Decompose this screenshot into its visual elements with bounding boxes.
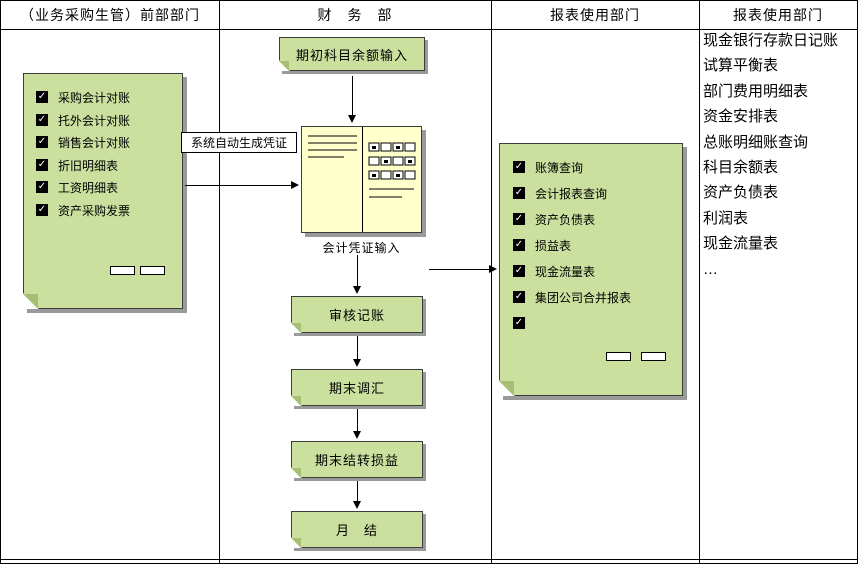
checkbox-checked-icon: ✓ [36,91,48,103]
step-note-review-posting: 审核记账 [291,296,423,333]
checklist-item-label: 资产采购发票 [58,203,131,218]
checkbox-checked-icon: ✓ [513,213,525,225]
note-footer-field [140,266,165,275]
flow-arrow-down [353,255,362,294]
checkbox-checked-icon: ✓ [36,136,48,148]
checkbox-checked-icon: ✓ [513,239,525,251]
report-list-item: 科目余额表 [703,159,779,177]
checklist-row: ✓ 会计报表查询 [513,186,608,201]
auto-voucher-label: 系统自动生成凭证 [181,132,297,153]
checklist-row: ✓ 销售会计对账 [36,135,131,150]
checklist-item-label: 损益表 [535,238,572,253]
checklist-item-label: 现金流量表 [535,264,596,279]
flow-arrow-down [348,76,357,123]
checkbox-checked-icon: ✓ [513,265,525,277]
report-list-item: 现金银行存款日记账 [703,32,839,49]
checklist-item-label: 托外会计对账 [58,113,131,128]
voucher-caption: 会计凭证输入 [322,241,401,255]
header-divider-line [1,29,857,30]
note-footer-field [110,266,135,275]
checkbox-checked-icon: ✓ [513,317,525,329]
flow-arrow-right [429,265,497,274]
checklist-item-label: 会计报表查询 [535,186,608,201]
step-label: 期末结转损益 [314,453,399,468]
step-note-period-end-revaluation: 期末调汇 [291,369,423,406]
note-footer-field [641,352,666,361]
note-footer-field [606,352,631,361]
note-fold [291,396,301,406]
initial-balance-input-label: 期初科目余额输入 [295,47,408,63]
checklist-item-label: 工资明细表 [58,180,119,195]
flow-arrow-right [185,181,299,190]
report-list-item: 现金流量表 [703,235,779,253]
checklist-row: ✓ [513,316,535,330]
note-fold [291,468,301,478]
lane-header-finance-dept: 财 务 部 [317,7,393,23]
report-list-item: 资产负债表 [703,184,779,202]
lane-header-report-dept-2: 报表使用部门 [733,7,823,23]
flow-arrow-down [353,409,362,439]
checklist-row: ✓ 账簿查询 [513,160,584,175]
step-label: 审核记账 [328,308,385,323]
checklist-row: ✓ 折旧明细表 [36,158,119,173]
checklist-item-label: 集团公司合并报表 [535,290,632,305]
lane-divider [491,1,492,563]
checkbox-checked-icon: ✓ [513,187,525,199]
checklist-row: ✓ 工资明细表 [36,180,119,195]
checklist-row: ✓ 资产采购发票 [36,203,131,218]
checkbox-checked-icon: ✓ [513,161,525,173]
report-list-item: 部门费用明细表 [703,82,809,100]
checkbox-checked-icon: ✓ [36,181,48,193]
checkbox-checked-icon: ✓ [36,114,48,126]
report-list-item: 利润表 [703,209,749,227]
note-fold [279,61,289,71]
checklist-row: ✓ 托外会计对账 [36,113,131,128]
checkbox-checked-icon: ✓ [513,291,525,303]
report-dept-checklist-note: ✓ 账簿查询 ✓ 会计报表查询 ✓ 资产负债表 ✓ 损益表 ✓ 现金流量表 ✓ … [499,143,683,396]
note-fold [291,323,301,333]
checklist-item-label: 账簿查询 [535,160,584,175]
report-list-item: 资金安排表 [703,108,779,126]
checklist-item-label: 销售会计对账 [58,135,131,150]
checklist-row: ✓ 损益表 [513,238,572,253]
lane-header-report-dept: 报表使用部门 [550,7,640,23]
step-label: 期末调汇 [328,381,385,396]
checklist-row: ✓ 现金流量表 [513,264,596,279]
checklist-row: ✓ 资产负债表 [513,212,596,227]
lane-divider [699,1,700,563]
flow-arrow-down [353,481,362,509]
lane-divider [219,1,220,563]
report-list-item: 试算平衡表 [703,57,779,75]
step-note-carry-forward-pl: 期末结转损益 [291,441,423,478]
checklist-row: ✓ 采购会计对账 [36,90,131,105]
lane-header-front-dept: （业务采购生管）前部部门 [20,7,200,23]
note-fold [23,294,38,309]
note-fold [291,538,301,548]
checklist-item-label: 采购会计对账 [58,90,131,105]
voucher-form-graphic [301,126,422,233]
checkbox-checked-icon: ✓ [36,159,48,171]
report-list-item: … [703,260,718,278]
front-dept-checklist-note: ✓ 采购会计对账 ✓ 托外会计对账 ✓ 销售会计对账 ✓ 折旧明细表 ✓ 工资明… [23,73,183,309]
bottom-border-line [1,559,857,560]
note-fold [499,381,514,396]
voucher-clipart [308,127,416,232]
report-list-item: 总账明细账查询 [703,133,809,151]
step-label: 月 结 [335,523,378,538]
flow-arrow-down [353,336,362,367]
checklist-item-label: 折旧明细表 [58,158,119,173]
step-note-monthly-close: 月 结 [291,511,423,548]
checklist-row: ✓ 集团公司合并报表 [513,290,632,305]
report-list: 现金银行存款日记账 试算平衡表 部门费用明细表 资金安排表 总账明细账查询 科目… [703,28,857,282]
checklist-item-label: 资产负债表 [535,212,596,227]
initial-balance-input-note: 期初科目余额输入 [279,37,425,71]
checkbox-checked-icon: ✓ [36,204,48,216]
